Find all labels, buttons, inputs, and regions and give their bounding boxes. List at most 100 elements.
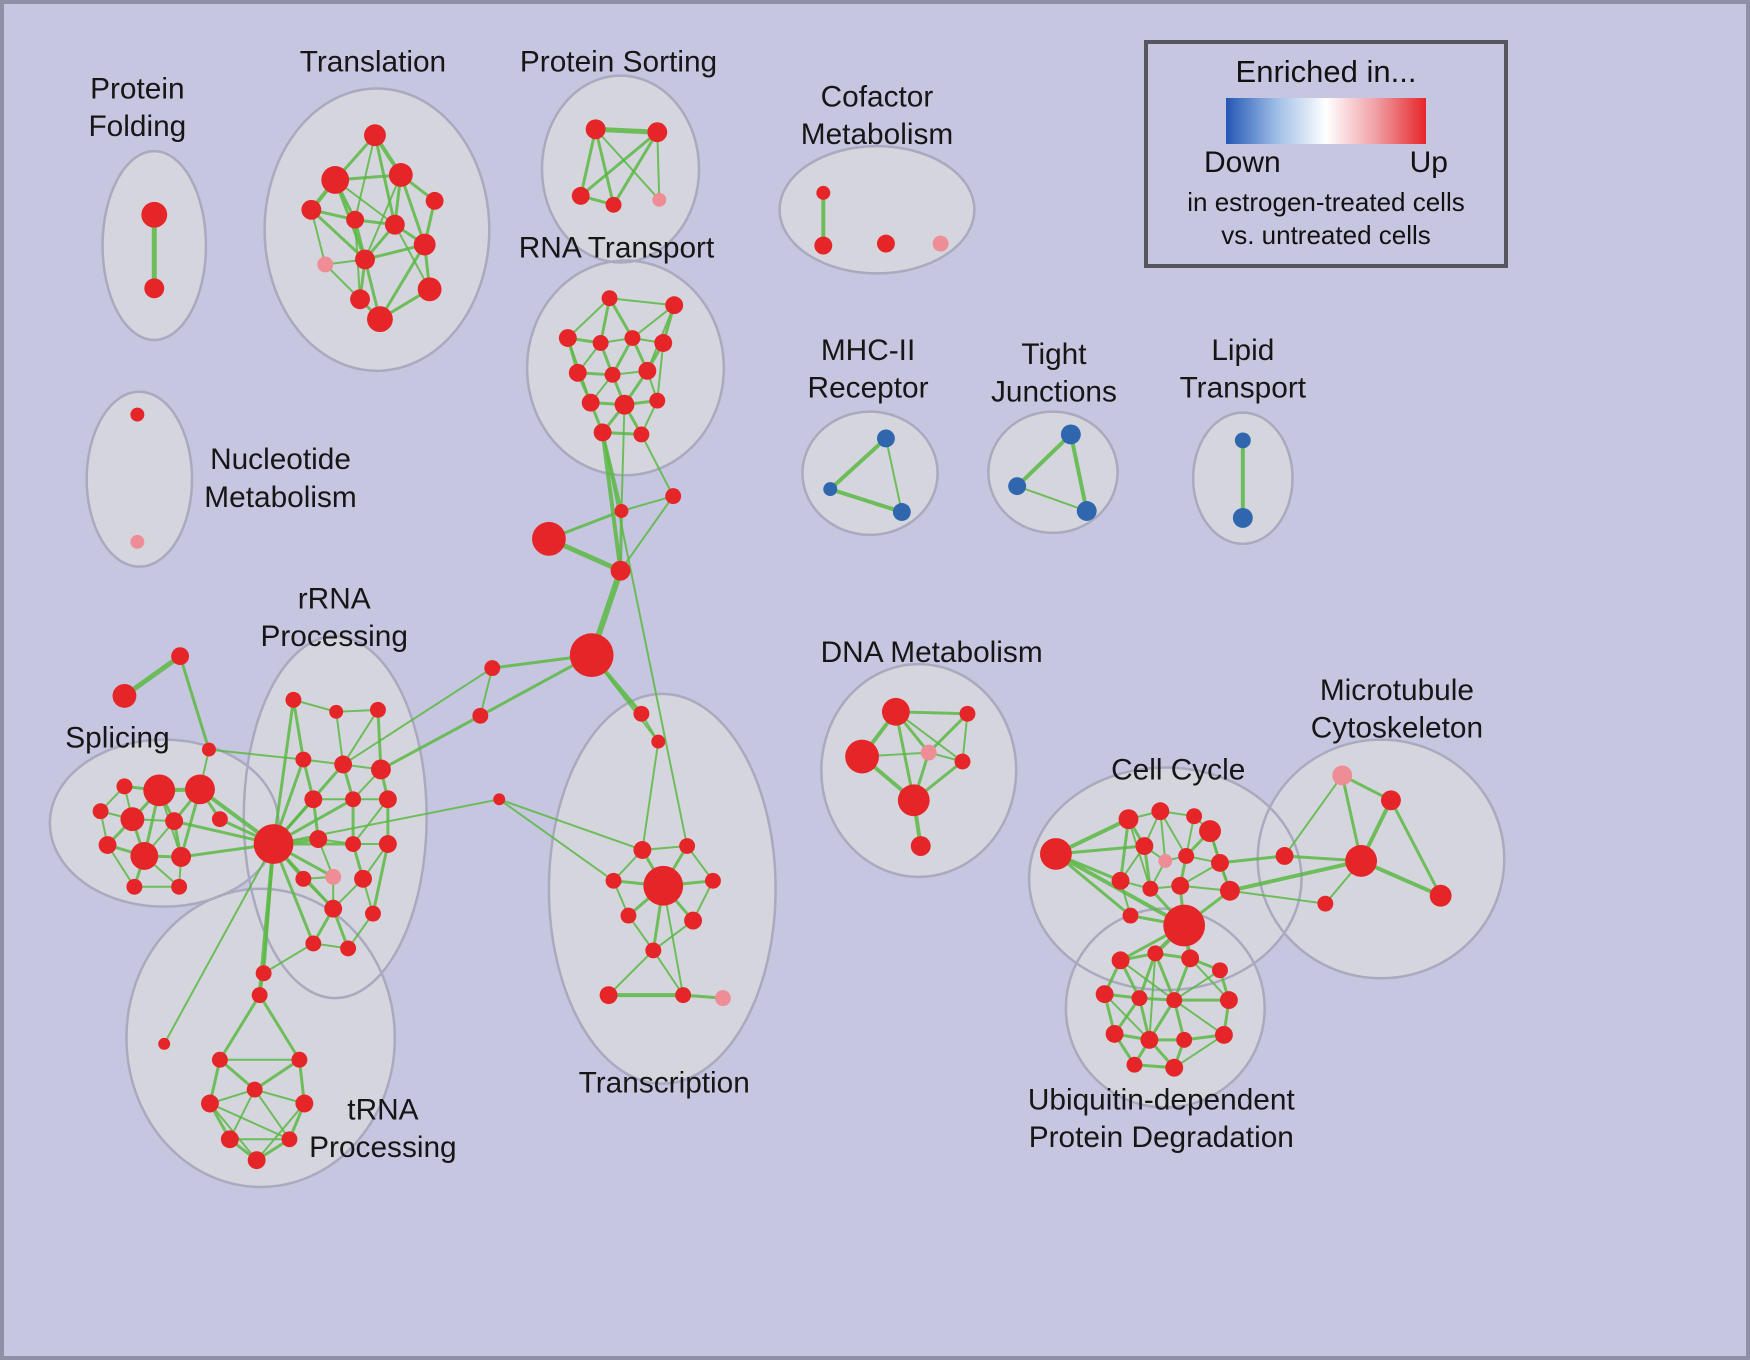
node-tl12 [417, 277, 442, 302]
node-dm6 [897, 784, 930, 817]
node-tl11 [350, 289, 370, 310]
node-nm2 [130, 534, 145, 549]
legend-subtitle-line2: vs. untreated cells [1221, 220, 1431, 250]
edge-tr4-tr8 [208, 1102, 291, 1141]
node-rt10 [581, 393, 600, 412]
edge-tl4-tl10 [399, 173, 427, 247]
node-tc13 [714, 990, 731, 1007]
cluster-outline-cofactor-metabolism [778, 144, 976, 275]
node-cn4 [610, 560, 631, 581]
node-tr1 [251, 987, 268, 1004]
node-tc5 [605, 872, 622, 889]
node-tc8 [620, 907, 637, 924]
node-cn5 [569, 633, 614, 678]
edge-tl1-tl7 [373, 133, 397, 227]
node-rt9 [638, 361, 657, 380]
node-dm2 [959, 705, 976, 722]
node-rt13 [593, 423, 612, 442]
edge-tc2-tc3 [641, 740, 660, 851]
node-rr6 [334, 755, 353, 774]
node-ub9 [1105, 1024, 1124, 1043]
nodes [92, 119, 1452, 1170]
node-ub11 [1176, 1031, 1193, 1048]
node-ub4 [1212, 962, 1228, 979]
edge-cn1-cn2 [620, 495, 675, 512]
edge-ub7-ub12 [1173, 999, 1225, 1036]
node-tc4 [679, 838, 696, 854]
cluster-outline-translation [263, 87, 491, 373]
cluster-outline-splicing [48, 738, 280, 908]
node-mh1 [876, 429, 895, 448]
edge-rr4-rr7 [376, 708, 383, 771]
cluster-outline-rna-transport [525, 259, 726, 477]
edge-mh1-mh3 [884, 437, 903, 513]
node-cc4 [1186, 808, 1203, 825]
node-tl3 [301, 199, 322, 220]
node-ub3 [1181, 949, 1200, 968]
node-tr2 [211, 1051, 228, 1068]
node-cc13 [1219, 880, 1240, 901]
label-splicing: Splicing [65, 722, 169, 755]
node-mh3 [892, 503, 911, 521]
edge-rt11-cn1 [620, 403, 626, 512]
node-rr15 [295, 870, 312, 887]
node-lt2 [1232, 508, 1253, 528]
cluster-fill-nucleotide-metabolism [86, 391, 193, 567]
node-sp6 [171, 847, 192, 867]
node-cc15 [1122, 907, 1139, 924]
label-translation: Translation [300, 46, 446, 79]
node-cc5 [1199, 820, 1221, 843]
edge-rr10-rr12 [352, 798, 389, 846]
legend-title: Enriched in... [1235, 54, 1417, 89]
node-tr9 [247, 1151, 266, 1170]
node-tl9 [355, 249, 375, 270]
node-cm1 [816, 185, 831, 200]
node-lt1 [1234, 432, 1251, 449]
node-tc12 [675, 987, 692, 1004]
node-cm3 [876, 234, 895, 253]
edge-rt13-tc4 [601, 431, 689, 848]
node-sp12 [171, 878, 188, 895]
label-dna-metabolism: DNA Metabolism [821, 636, 1043, 669]
node-mc4 [1345, 845, 1378, 877]
node-rr2 [285, 691, 302, 708]
cluster-fill-splicing [49, 739, 279, 907]
node-cc6 [1135, 837, 1154, 855]
node-tc6 [643, 865, 684, 906]
node-ub14 [1165, 1058, 1184, 1077]
node-rr3 [329, 704, 344, 719]
node-tl6 [346, 210, 365, 229]
node-tl8 [317, 256, 334, 273]
node-ub13 [1126, 1056, 1143, 1073]
node-mc3 [1275, 847, 1294, 865]
node-tc2 [651, 734, 666, 749]
node-tr10 [158, 1037, 171, 1050]
edge-ub2-ub7 [1153, 951, 1176, 1002]
node-ub6 [1131, 990, 1148, 1007]
node-ps2 [647, 122, 668, 143]
edge-ps1-ps5 [594, 128, 661, 201]
edge-ub4-ub7 [1173, 969, 1221, 1002]
edge-rr1-rr2 [272, 698, 295, 846]
node-ub7 [1166, 992, 1183, 1009]
node-sp7 [116, 778, 133, 795]
node-tc1 [633, 705, 650, 722]
node-sp10 [92, 803, 109, 820]
node-rr14 [325, 868, 342, 885]
node-rr7 [370, 759, 391, 780]
node-rt12 [649, 392, 666, 409]
node-st1 [171, 647, 190, 666]
node-tc7 [705, 872, 721, 889]
node-sp5 [130, 842, 159, 870]
edge-ps1-ps4 [594, 127, 616, 207]
edge-tr1-tr3 [258, 993, 301, 1062]
node-rt1 [601, 290, 618, 307]
cluster-outline-protein-folding [101, 149, 208, 342]
node-rr5 [295, 751, 312, 768]
